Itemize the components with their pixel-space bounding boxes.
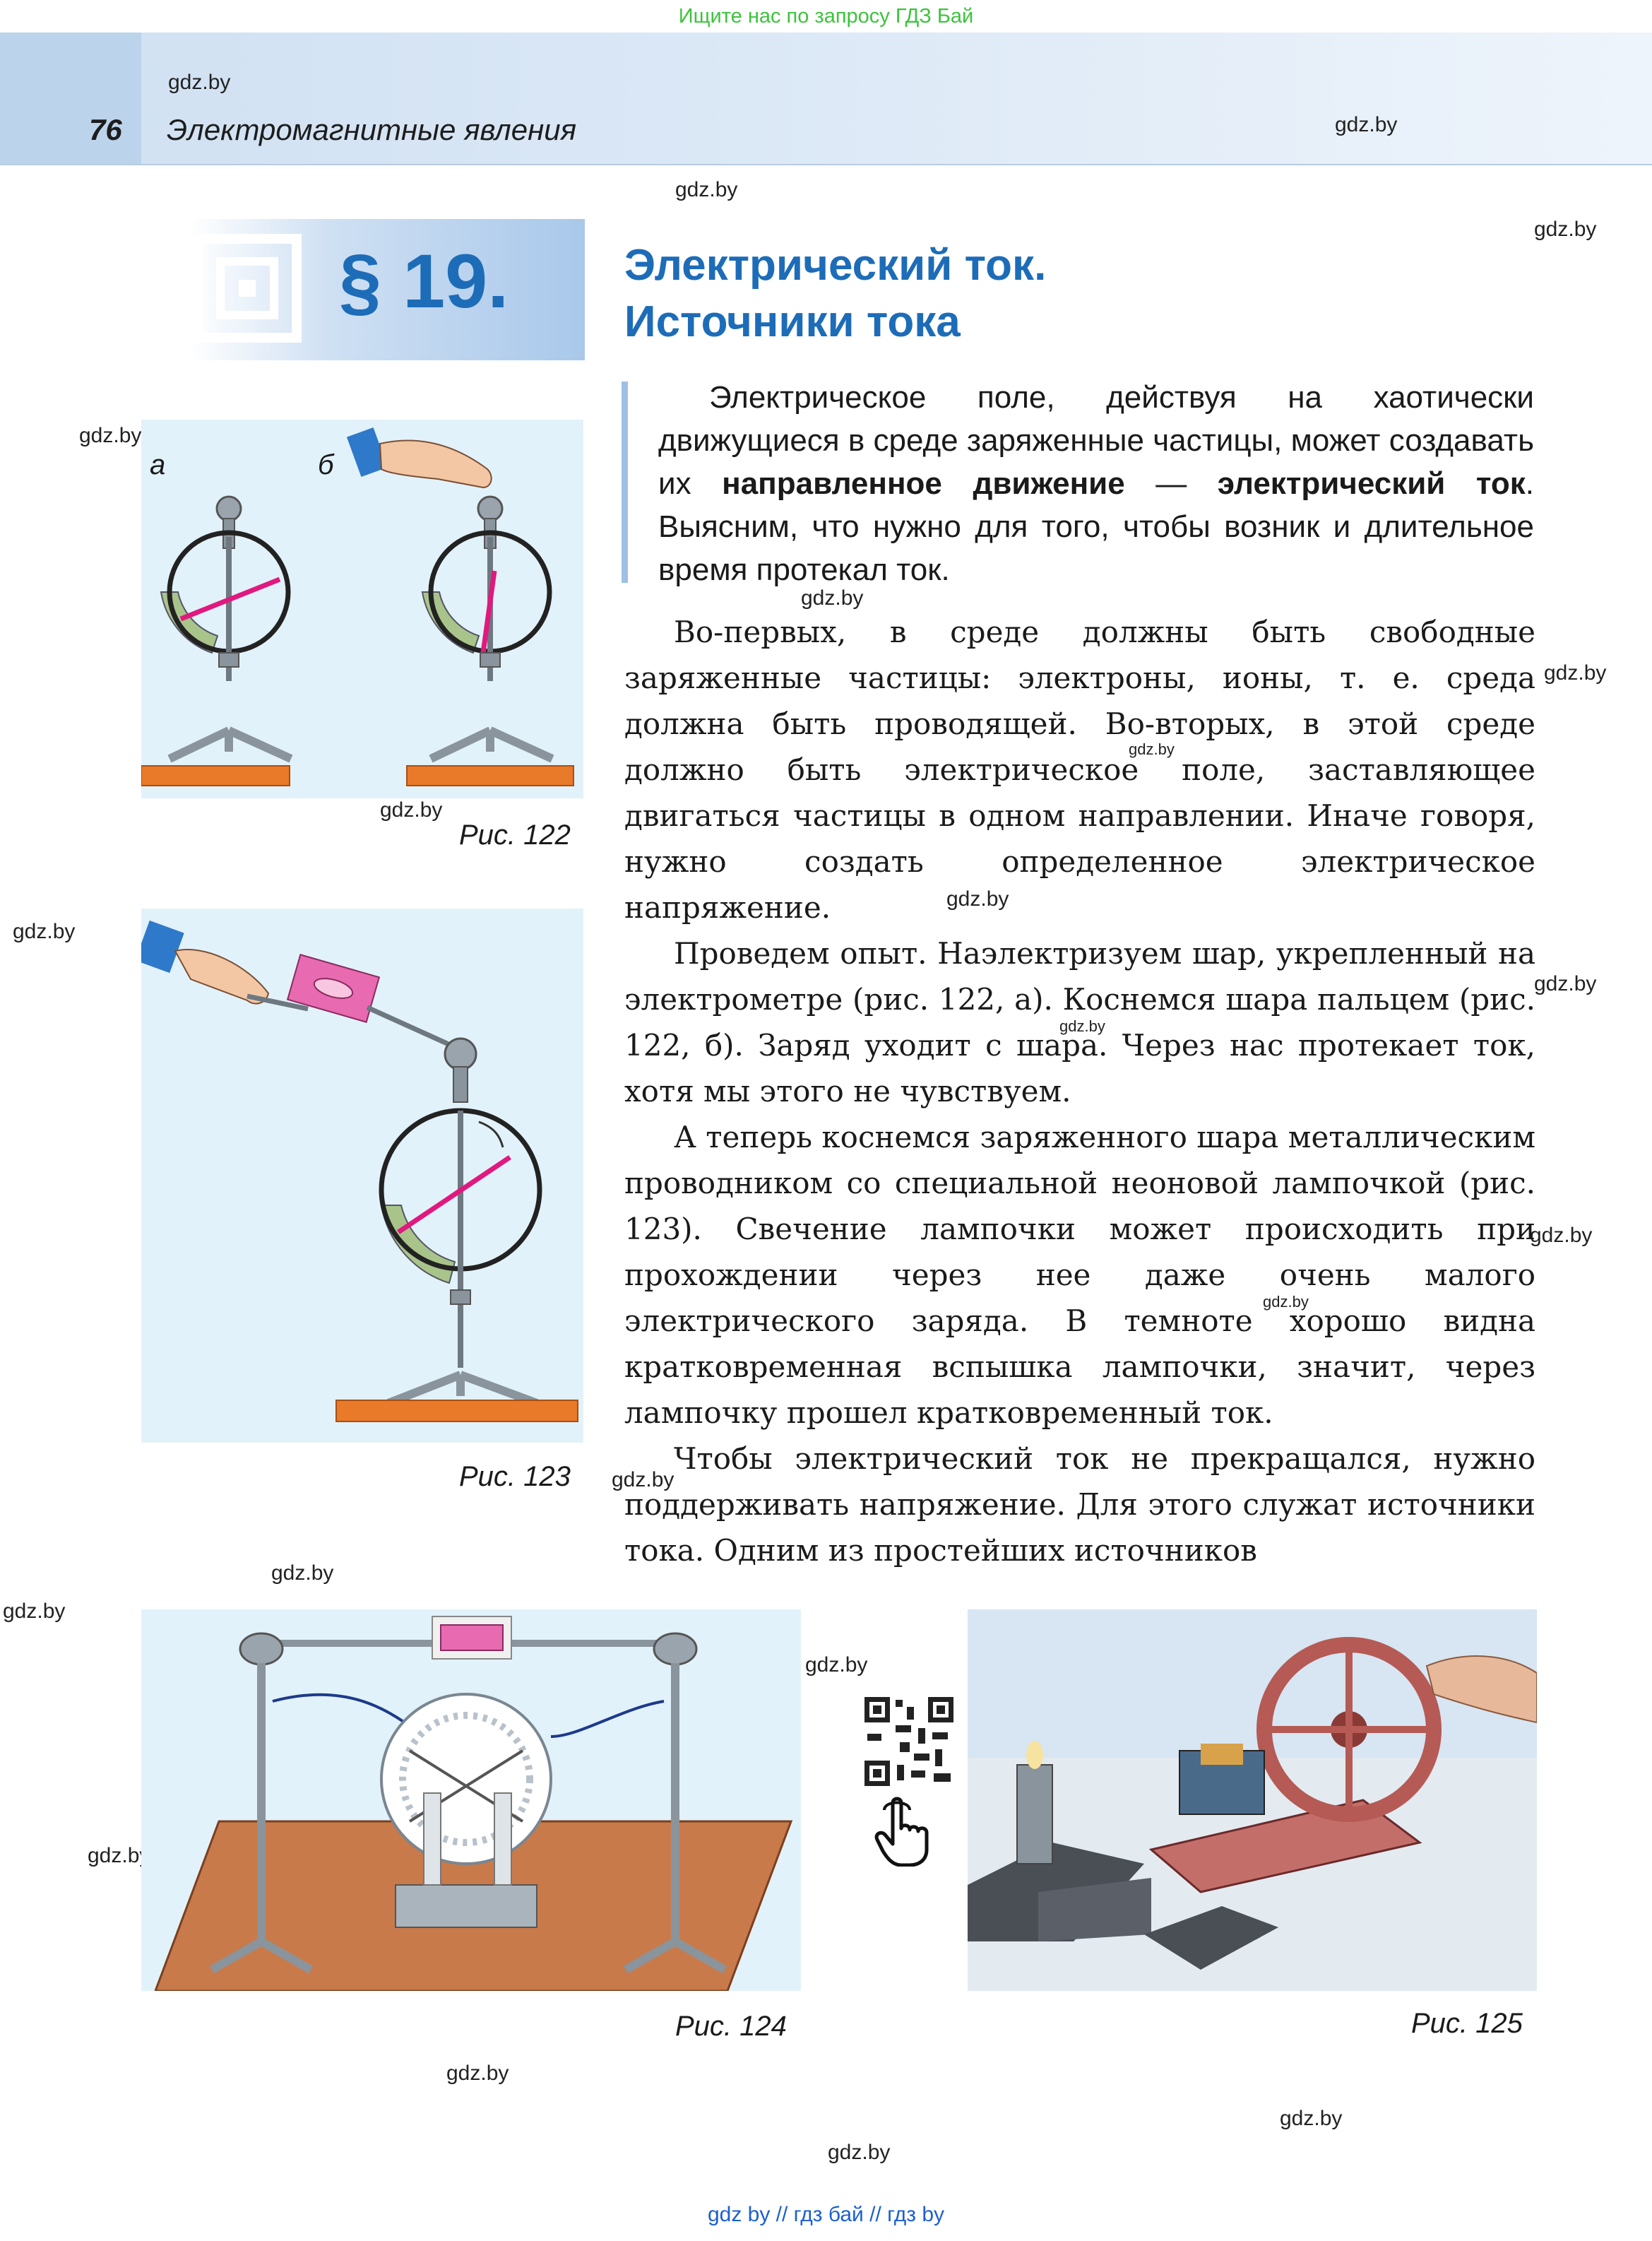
watermark: gdz.by <box>446 2062 509 2085</box>
watermark: gdz.by <box>805 1653 868 1677</box>
watermark: gdz.by <box>675 178 738 201</box>
watermark: gdz.by <box>1530 1224 1593 1247</box>
top-banner: Ищите нас по запросу ГДЗ Бай <box>678 5 974 28</box>
watermark: gdz.by <box>1263 1293 1309 1311</box>
figure-122 <box>141 420 583 798</box>
page-number: 76 <box>89 113 122 146</box>
intro-text-1: Электрическое поле, действуя на хаотичес… <box>658 380 1534 501</box>
fig122-label-b: б <box>318 449 334 480</box>
electrometer-b <box>406 495 574 786</box>
section-title: Электрический ток. Источники тока <box>624 237 1046 350</box>
section-number-box <box>189 219 585 360</box>
term-directed-motion: направленное движение <box>722 466 1125 501</box>
footer-links[interactable]: gdz by // гдз бай // гдз by <box>707 2203 945 2226</box>
paragraph-3: А теперь коснемся заряженного шара метал… <box>624 1120 1535 1430</box>
fig123-caption: Рис. 123 <box>459 1461 571 1492</box>
electrostatic-machine-illustration <box>153 1616 793 1992</box>
watermark: gdz.by <box>612 1468 675 1491</box>
intro-text-2: . Выясним, что нужно для того, чтобы воз… <box>658 466 1534 587</box>
paragraph-4: Чтобы электрический ток не прекращался, … <box>624 1441 1535 1568</box>
watermark: gdz.by <box>271 1561 334 1585</box>
qr-code[interactable] <box>864 1697 953 1786</box>
watermark: gdz.by <box>3 1600 66 1623</box>
fig122-label-a: а <box>150 449 166 480</box>
tap-hand-icon <box>874 1796 938 1867</box>
watermark: gdz.by <box>168 71 231 94</box>
watermark: gdz.by <box>828 2141 891 2164</box>
section-title-line2: Источники тока <box>624 297 961 346</box>
electrometers-illustration <box>141 427 574 786</box>
neon-lamp-icon <box>286 954 381 1023</box>
watermark: gdz.by <box>1335 113 1398 136</box>
watermark: gdz.by <box>1129 740 1175 758</box>
intro-accent-bar <box>622 382 628 583</box>
term-electric-current: электрический ток <box>1217 466 1526 501</box>
watermark: gdz.by <box>79 424 142 447</box>
watermark: gdz.by <box>13 920 76 943</box>
watermark: gdz.by <box>1534 218 1597 241</box>
paragraph-1: Во-первых, в среде должны быть свободные… <box>624 615 1535 925</box>
section-square-icon <box>193 234 302 343</box>
figure-123 <box>135 909 583 1443</box>
qr-code-icon <box>864 1697 953 1786</box>
fig122-caption: Рис. 122 <box>459 820 571 851</box>
body-text: Во-первых, в среде должны быть свободные… <box>624 609 1535 1573</box>
hand-icon <box>346 427 492 489</box>
fig125-caption: Рис. 125 <box>1411 2008 1523 2039</box>
generator-photo-illustration <box>968 1609 1538 1991</box>
header-page-tab <box>0 32 141 164</box>
watermark: gdz.by <box>1534 972 1597 995</box>
fig124-caption: Рис. 124 <box>675 2011 787 2042</box>
section-title-line1: Электрический ток. <box>624 241 1047 290</box>
header-band <box>0 32 1652 165</box>
watermark: gdz.by <box>946 887 1009 911</box>
watermark: gdz.by <box>801 586 864 610</box>
watermark: gdz.by <box>1544 661 1607 685</box>
watermark: gdz.by <box>380 798 443 822</box>
electrometer-a <box>141 495 293 786</box>
section-number: § 19. <box>339 238 509 324</box>
hand-with-probe-icon <box>135 920 270 1005</box>
paragraph-2: Проведем опыт. Наэлектризуем шар, укрепл… <box>624 936 1535 1108</box>
watermark: gdz.by <box>1059 1017 1105 1035</box>
neon-lamp-experiment-illustration <box>135 920 578 1422</box>
figure-124 <box>141 1609 801 1992</box>
intro-dash: — <box>1124 466 1218 501</box>
watermark: gdz.by <box>88 1844 150 1867</box>
watermark: gdz.by <box>1280 2107 1343 2130</box>
intro-paragraph: Электрическое поле, действуя на хаотичес… <box>658 376 1534 591</box>
figure-125 <box>968 1609 1538 1991</box>
running-title: Электромагнитные явления <box>167 113 577 146</box>
